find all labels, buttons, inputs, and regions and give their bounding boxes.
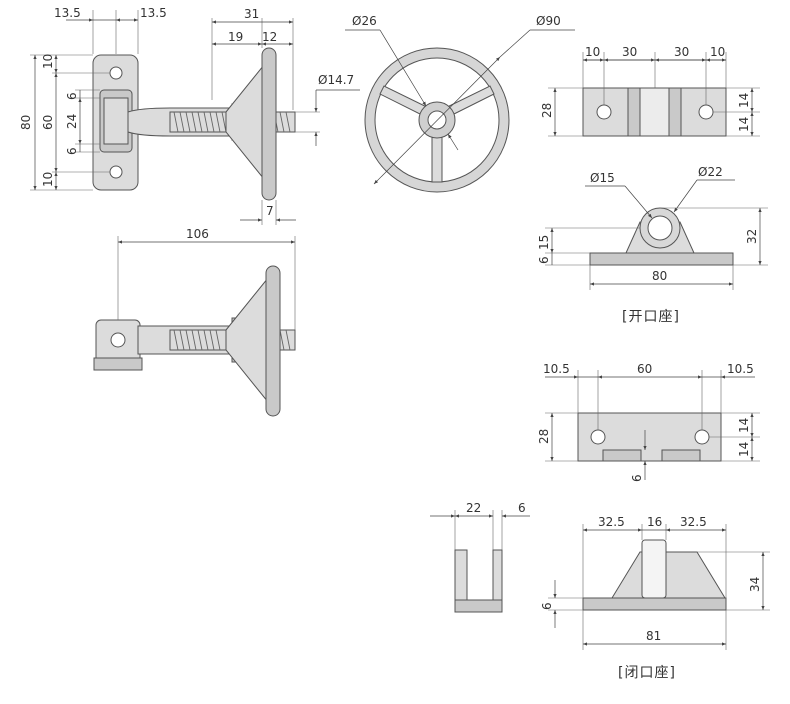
closed-dim-side-width: 22 — [466, 501, 481, 515]
open-seat-hole-left — [596, 104, 612, 120]
closed-seat-side-view: 22 6 — [430, 501, 530, 613]
open-dim-hole-dia: Ø15 — [590, 171, 615, 185]
side-wheel-rim — [265, 265, 281, 417]
closed-side-wall — [492, 549, 503, 601]
closed-dim-side-thick: 6 — [518, 501, 526, 515]
dim-h-gap2: 6 — [65, 147, 79, 155]
closed-dim-d3-front: 32.5 — [680, 515, 707, 529]
closed-seat-hole-right — [694, 429, 710, 445]
open-seat-slot — [639, 87, 670, 137]
open-dim-d1: 10 — [585, 45, 600, 59]
side-base — [93, 357, 143, 371]
open-dim-d3: 30 — [674, 45, 689, 59]
dim-h-inner: 24 — [65, 114, 79, 129]
side-knuckle-hole — [110, 332, 126, 348]
dim-length: 106 — [186, 227, 209, 241]
closed-dim-width: 81 — [646, 629, 661, 643]
dim-w-right: 13.5 — [140, 6, 167, 20]
closed-dim-d3: 10.5 — [727, 362, 754, 376]
closed-seat-front-view: 32.5 16 32.5 34 6 81 [闭口座] — [540, 515, 770, 681]
open-dim-width: 80 — [652, 269, 667, 283]
open-seat-hole-right — [698, 104, 714, 120]
open-dim-d2: 30 — [622, 45, 637, 59]
hinge-top-view: 13.5 13.5 80 10 60 10 6 24 6 — [19, 6, 360, 225]
closed-dim-slot: 6 — [630, 474, 644, 482]
dim-h-top: 10 — [41, 54, 55, 69]
open-dim-boss-dia: Ø22 — [698, 165, 723, 179]
closed-dim-base: 6 — [540, 602, 554, 610]
open-seat-top-view: 10 30 30 10 28 14 14 — [540, 45, 760, 137]
closed-seat-caption: [闭口座] — [618, 665, 676, 681]
dim-thread-dia: Ø14.7 — [318, 73, 354, 87]
closed-dim-height: 28 — [537, 429, 551, 444]
dim-tip: 7 — [266, 204, 274, 218]
open-front-base — [589, 252, 734, 266]
closed-dim-d2-front: 16 — [647, 515, 662, 529]
dim-hub-total: 31 — [244, 7, 259, 21]
open-dim-height: 28 — [540, 103, 554, 118]
dim-h-bottom: 10 — [41, 172, 55, 187]
closed-front-slot — [641, 539, 667, 599]
closed-seat-lug-right — [661, 449, 701, 462]
mount-hole-top — [109, 66, 123, 80]
closed-seat-hole-left — [590, 429, 606, 445]
closed-dim-h-bot: 14 — [737, 442, 751, 457]
closed-dim-h-top: 14 — [737, 418, 751, 433]
knuckle-core — [103, 97, 129, 145]
open-seat-front-view: Ø15 Ø22 32 15 6 80 [开口座] — [537, 165, 768, 325]
handwheel-rim — [261, 47, 277, 201]
closed-dim-d1: 10.5 — [543, 362, 570, 376]
handwheel-front-view: Ø26 Ø90 — [345, 14, 575, 193]
open-dim-d4: 10 — [710, 45, 725, 59]
dim-h-total: 80 — [19, 115, 33, 130]
hinge-side-view: 106 — [93, 227, 296, 417]
closed-seat-top-view: 10.5 60 10.5 28 14 14 6 — [537, 362, 760, 482]
closed-dim-height-34: 34 — [748, 577, 762, 592]
open-dim-h-a: 15 — [537, 235, 551, 250]
top-view-dims: 13.5 13.5 80 10 60 10 6 24 6 — [19, 6, 360, 225]
dim-h-gap1: 6 — [65, 92, 79, 100]
open-dim-height-32: 32 — [745, 229, 759, 244]
closed-front-base — [582, 597, 727, 611]
closed-front-web — [611, 551, 726, 599]
closed-dim-d1-front: 32.5 — [598, 515, 625, 529]
closed-seat-lug-left — [602, 449, 642, 462]
open-dim-h-bot: 14 — [737, 117, 751, 132]
dim-outer-dia: Ø90 — [536, 14, 561, 28]
open-seat-caption: [开口座] — [622, 309, 680, 325]
dim-h-mid: 60 — [41, 115, 55, 130]
closed-side-base — [454, 599, 503, 613]
dim-hub-b: 12 — [262, 30, 277, 44]
dim-hub-dia: Ø26 — [352, 14, 377, 28]
open-dim-h-top: 14 — [737, 93, 751, 108]
open-front-hole — [647, 215, 673, 241]
dim-hub-a: 19 — [228, 30, 243, 44]
open-dim-h-b: 6 — [537, 256, 551, 264]
closed-dim-d2: 60 — [637, 362, 652, 376]
dim-w-left: 13.5 — [54, 6, 81, 20]
mount-hole-bottom — [109, 165, 123, 179]
